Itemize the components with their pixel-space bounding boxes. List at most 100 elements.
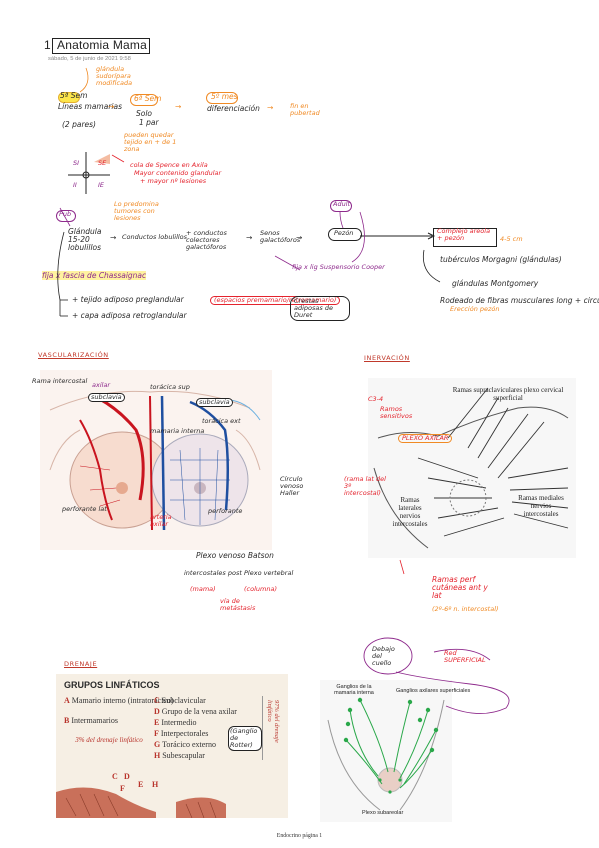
page-meta: sábado, 5 de junio de 2021 9:58 [48,56,131,62]
lymph-right-note: 97% del drenaje linfático [266,700,280,743]
arrow-4: → [110,233,117,242]
note-cm: 4-5 cm [500,235,523,243]
label-plexo-axilar: PLEXO AXILAR [398,434,453,443]
section-innervation: INERVACIÓN [364,354,410,362]
title-box [52,38,150,54]
note-par: 1 par [139,118,159,127]
circle-pezon [328,228,362,241]
lymph-bottom-e: E [138,780,144,789]
note-pezon: Pezón [334,229,354,237]
note-montgomery: glándulas Montgomery [452,279,539,288]
lymph-bottom-h: H [152,780,159,789]
label-intercostal: intercostales post [184,569,242,577]
lymph-item-d: D Grupo de la vena axilar [154,707,237,716]
note-espacios: (espacios premamario/retromamario) [210,296,341,305]
label-batson: Plexo venoso Batson [196,551,274,560]
note-tuberculos: tubérculos Morgagni (glándulas) [440,255,562,264]
section-vascular: VASCULARIZACIÓN [38,351,109,359]
quadrant-diagram [68,152,110,194]
lymph-bottom-d: D [124,772,130,781]
note-fija: fija x fascia de Chassaignac [42,271,147,280]
label-columna: (columna) [244,585,277,593]
lymph-bottom-c: C [112,772,118,781]
note-pub: Pub [59,210,72,218]
circle-adulta [330,200,352,212]
lymph-item-f: F Interpectorales [154,729,209,738]
note-capa: + capa adiposa retroglandular [72,311,187,320]
arrow-2: → [175,102,182,111]
circle-pub [56,210,76,222]
note-duret: Crestas adiposas de Duret [290,296,350,321]
label-plexo: Círculo venoso Haller [280,475,304,497]
label-axilar: axilar [92,381,111,389]
note-tejido: + tejido adiposo preglandular [72,295,184,304]
label-subclavia: subclavia [88,393,125,402]
label-perf: Ramas perf cutáneas ant y lat [432,575,488,600]
label-ramas-med: Ramas mediales nervios intercostales [518,494,564,518]
note-fija-label: fija x fascia de Chassaignac [42,271,147,280]
label-toracica2: torácica ext [202,417,241,425]
label-rama-supra: Ramas supraclaviculares plexo cervical s… [452,386,564,402]
notes-connectors [57,67,441,317]
arrow-3: → [267,103,274,112]
highlight-dia [58,92,80,103]
lymph-bracket [262,696,263,760]
lymph-left-note: 3% del drenaje linfático [75,736,143,744]
label-mama: (mama) [190,585,216,593]
quadrant-ii: II [73,181,77,189]
note-colectores: + conductos colectores galactóforos [186,229,227,251]
note-glandula2: Glándula 15-20 lobulillos [68,227,102,252]
label-vertebral: Plexo vertebral [244,569,294,577]
lymph-anatomy: C D F E H [56,772,288,818]
note-ereccion: Erección pezón [450,305,500,313]
note-cola: cola de Spence en Axila [130,161,208,169]
page-number: 1 [44,38,51,52]
page-footer: Endocrino página 1 [276,833,323,839]
lymph-anatomy-drawing [56,787,226,818]
label-rama2: (rama lat del 3º intercostal) [344,475,386,497]
label-debajo: Debajo del cuello [372,645,395,667]
quadrant-se: SE [98,159,107,167]
circle-semana6 [130,94,158,106]
label-toracica: torácica sup [150,383,190,391]
note-complejo: Complejo areola + pezón [437,227,491,242]
note-diferenciacion: diferenciación [207,104,260,113]
note-dia: 5ª Sem [60,91,88,100]
label-perforante2: perforante [208,507,243,515]
label-metastasis: vía de metástasis [220,597,256,612]
page-title: Anatomia Mama [57,38,147,52]
lymph-figure-drawing [327,697,445,811]
label-axilares: Ganglios axilares superficiales [396,688,471,694]
lymph-bottom-f: F [120,784,125,793]
note-mes5: 5º mes [211,92,238,101]
circle-mes5 [206,92,238,104]
innervation-drawing [373,387,569,549]
label-ramas-lat: Ramas laterales nervios intercostales [392,496,428,528]
quadrant-ie: IE [98,181,105,189]
note-adulta: Adult [333,200,351,208]
lymph-item-a: A Mamario interno (intratorácico) [64,696,174,705]
vascular-drawing [49,390,261,531]
note-persiste: pueden quedar tejido en + de 1 zona [124,131,177,153]
note-pares: (2 pares) [62,120,96,129]
note-senos: Senos galactóforos [260,229,301,244]
note-mayor1: Mayor contenido glandular [134,169,222,177]
note-rodeado: Rodeado de fibras musculares long + circ… [440,296,599,305]
arrow-1: → [108,102,115,111]
lymph-item-b: B Intermamarios [64,716,118,725]
note-semana6: 6ª Sem [134,94,162,103]
section-drainage: DRENAJE [64,660,98,668]
label-plexo-sub: Plexo subareolar [362,810,404,816]
label-mamaria: mamaria interna [150,427,205,435]
note-lineas: Líneas mamarias [58,102,122,111]
note-predomina: Lo predomina tumores con lesiones [114,200,159,222]
note-mayor2: + mayor nº lesiones [140,177,207,185]
complejo-box [433,228,497,247]
lymph-item-h: H Subescapular [154,751,205,760]
quadrant-si: SI [73,159,80,167]
label-metastasis-fig: arteria axilar [150,513,172,528]
arrow-6: → [296,233,303,242]
note-cooper: fija x lig Suspensorio Cooper [292,263,385,271]
label-rama: Rama intercostal [32,377,88,385]
